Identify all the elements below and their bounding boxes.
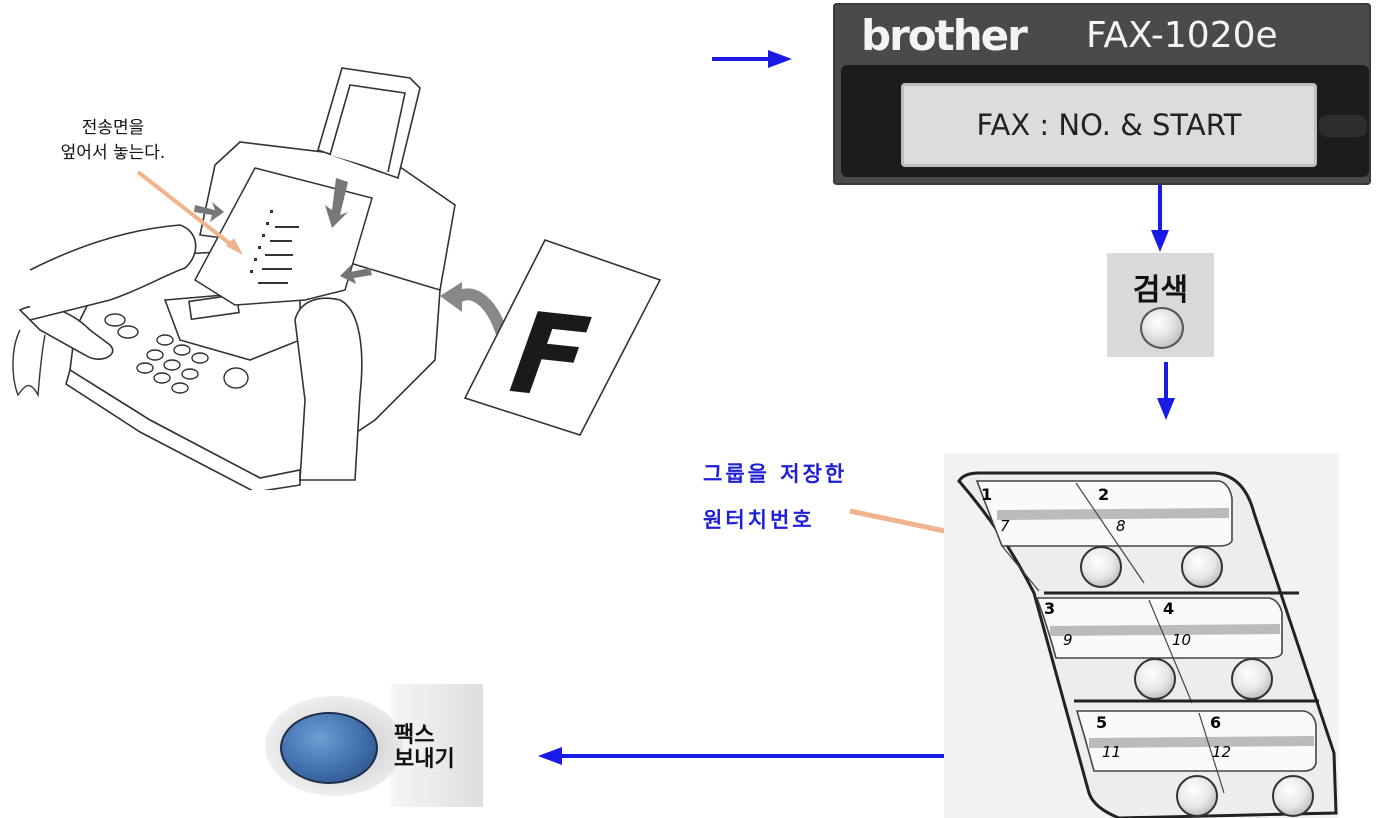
one-touch-key-8: 8 bbox=[1116, 517, 1126, 535]
search-button-panel: 검색 bbox=[1107, 253, 1214, 357]
lcd-panel: brother FAX-1020e FAX : NO. & START bbox=[833, 3, 1371, 185]
fax-send-label: 팩스 보내기 bbox=[394, 724, 455, 772]
one-touch-key-3: 3 bbox=[1044, 599, 1056, 618]
lcd-display-text: FAX : NO. & START bbox=[976, 108, 1242, 142]
instruction-text: 전송면을 엎어서 놓는다. bbox=[28, 116, 198, 166]
lcd-side-button bbox=[1319, 115, 1367, 137]
group-note-line1: 그룹을 저장한 bbox=[703, 462, 848, 486]
instruction-pointer bbox=[136, 170, 243, 255]
one-touch-key-12: 12 bbox=[1212, 743, 1232, 761]
one-touch-button-5[interactable] bbox=[1176, 775, 1218, 817]
one-touch-key-11: 11 bbox=[1102, 743, 1122, 761]
search-button-label: 검색 bbox=[1132, 273, 1189, 308]
one-touch-button-2[interactable] bbox=[1181, 546, 1223, 588]
one-touch-key-1: 1 bbox=[981, 485, 993, 504]
fax-machine-illustration bbox=[12, 67, 662, 490]
one-touch-key-4: 4 bbox=[1163, 599, 1175, 618]
one-touch-button-4[interactable] bbox=[1231, 658, 1273, 700]
one-touch-panel: 1 7 2 8 3 9 4 10 5 11 6 12 bbox=[944, 453, 1339, 818]
lcd-bezel: FAX : NO. & START bbox=[841, 65, 1369, 177]
one-touch-key-7: 7 bbox=[1000, 517, 1010, 535]
fax-send-background bbox=[391, 684, 483, 807]
arrow-to-search bbox=[1151, 185, 1169, 252]
one-touch-key-6: 6 bbox=[1210, 713, 1222, 732]
one-touch-button-1[interactable] bbox=[1080, 546, 1122, 588]
brand-logo: brother bbox=[861, 11, 1028, 60]
lcd-display: FAX : NO. & START bbox=[901, 83, 1317, 167]
one-touch-key-2: 2 bbox=[1098, 485, 1110, 504]
instruction-line2: 엎어서 놓는다. bbox=[60, 143, 166, 163]
one-touch-key-10: 10 bbox=[1172, 631, 1192, 649]
one-touch-key-9: 9 bbox=[1063, 631, 1073, 649]
arrow-to-onetouch bbox=[1157, 362, 1175, 420]
instruction-line1: 전송면을 bbox=[81, 118, 145, 138]
arrow-to-lcd bbox=[712, 50, 792, 68]
one-touch-outline bbox=[957, 471, 1338, 818]
one-touch-button-3[interactable] bbox=[1134, 658, 1176, 700]
one-touch-key-5: 5 bbox=[1096, 713, 1108, 732]
arrow-to-send bbox=[538, 747, 944, 765]
fax-send-label-line1: 팩스 bbox=[394, 723, 435, 748]
fax-send-label-line2: 보내기 bbox=[394, 747, 455, 772]
fax-send-panel: 팩스 보내기 bbox=[263, 684, 483, 807]
one-touch-button-6[interactable] bbox=[1272, 775, 1314, 817]
group-note-line2: 원터치번호 bbox=[703, 508, 815, 532]
model-name: FAX-1020e bbox=[1086, 15, 1278, 56]
search-button[interactable] bbox=[1140, 307, 1184, 349]
fax-send-button[interactable] bbox=[280, 712, 378, 784]
